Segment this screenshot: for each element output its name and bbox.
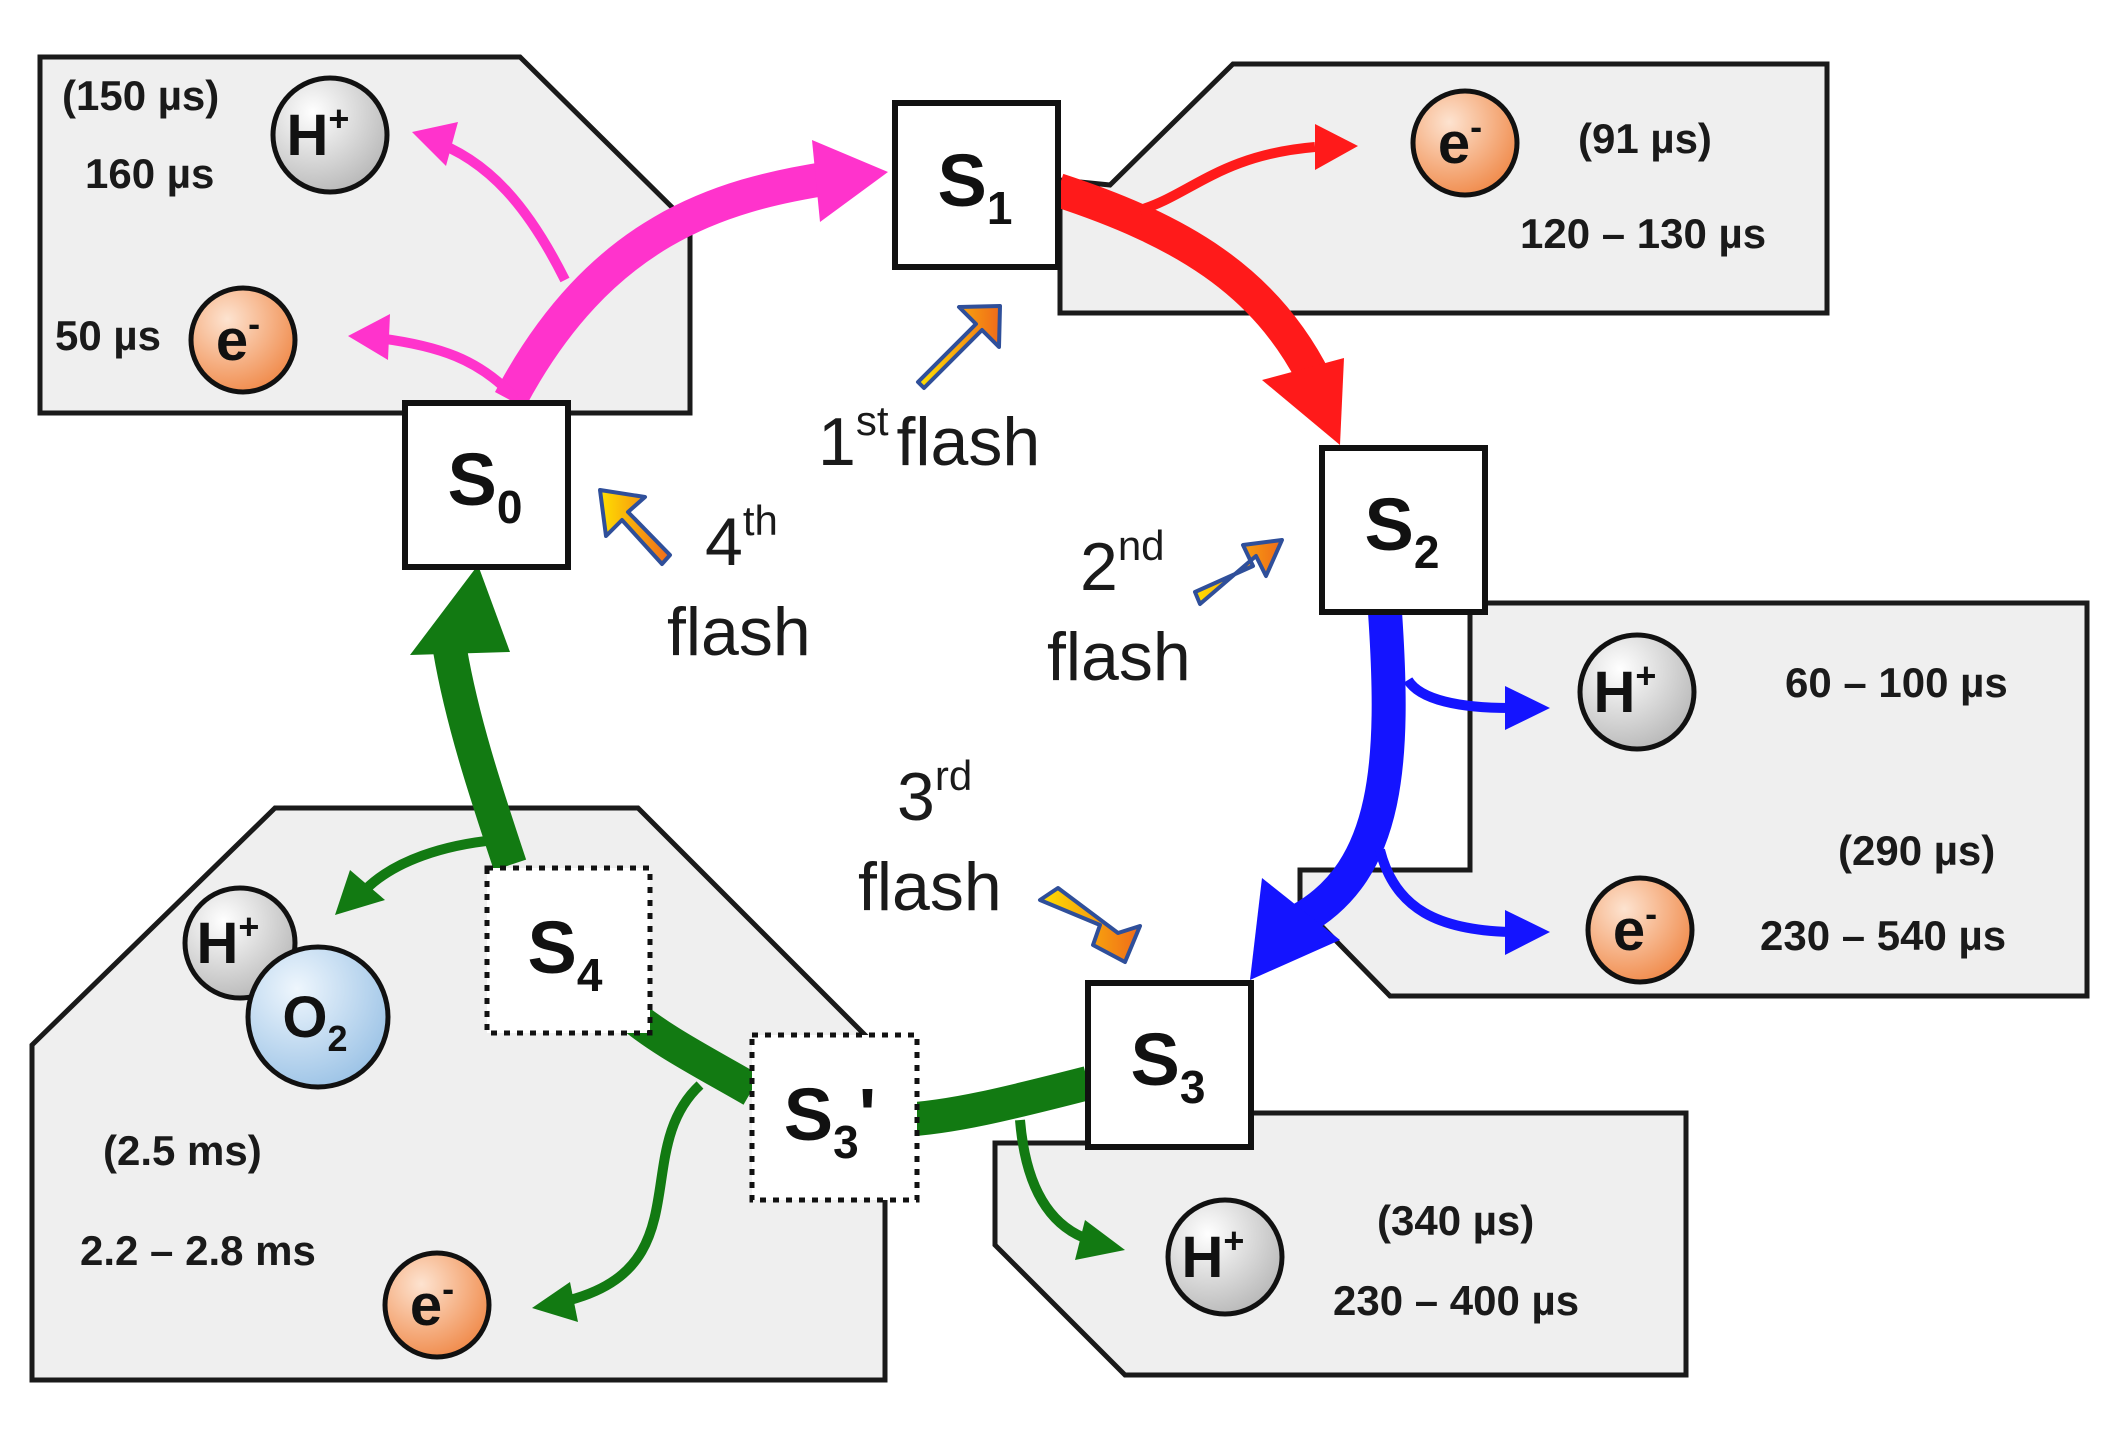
state-s4-subscript: 4	[577, 949, 603, 1001]
s0-electron-time: 50 µs	[55, 312, 161, 359]
svg-text:e-: e-	[410, 1268, 454, 1338]
svg-text:H+: H+	[287, 98, 350, 168]
third-flash-word: flash	[858, 849, 1002, 925]
s1-electron-time-paren: (91 µs)	[1578, 115, 1712, 162]
state-s2: S2	[1319, 445, 1488, 615]
third-flash-label: 3rd	[897, 752, 972, 835]
state-s2-subscript: 2	[1414, 526, 1440, 578]
state-s1-label: S	[938, 139, 987, 222]
svg-text:S2: S2	[1365, 483, 1440, 578]
s0-to-s1-transition	[348, 122, 888, 408]
svg-text:H+: H+	[197, 906, 260, 976]
first-flash-arrow	[916, 304, 1002, 390]
s3-proton: H+	[1165, 1197, 1285, 1317]
state-s1: S1	[892, 100, 1061, 270]
fourth-flash-arrow	[598, 488, 672, 566]
s0-electron: e-	[188, 285, 298, 395]
state-s0-subscript: 0	[497, 481, 523, 533]
s2-electron: e-	[1585, 875, 1695, 985]
state-s3-subscript: 3	[1180, 1061, 1206, 1113]
s0-proton-time: 160 µs	[85, 150, 214, 197]
fourth-flash-label: 4th	[705, 497, 778, 580]
s3-proton-time-paren: (340 µs)	[1377, 1197, 1534, 1244]
state-s3-label: S	[1131, 1018, 1180, 1101]
s0-proton-time-paren: (150 µs)	[62, 72, 219, 119]
state-s3-prime-label: S	[784, 1073, 833, 1156]
state-s0-label: S	[448, 438, 497, 521]
svg-text:O2: O2	[282, 985, 347, 1059]
svg-text:S0: S0	[448, 438, 523, 533]
state-s4-label: S	[528, 906, 577, 989]
s3-to-s0-transition	[335, 565, 1125, 1322]
s3-proton-time: 230 – 400 µs	[1333, 1277, 1579, 1324]
fourth-flash-word: flash	[667, 594, 811, 670]
svg-text:e-: e-	[1613, 893, 1657, 963]
s4-electron: e-	[382, 1250, 492, 1360]
s2-kinetics-panel	[1297, 600, 2090, 999]
s4-time: 2.2 – 2.8 ms	[80, 1227, 316, 1274]
second-flash-arrow	[1193, 538, 1284, 606]
s2-proton-time: 60 – 100 µs	[1785, 659, 2008, 706]
state-s2-label: S	[1365, 483, 1414, 566]
state-s3-prime: S3'	[749, 1032, 920, 1203]
svg-text:S1: S1	[938, 139, 1013, 234]
s1-to-s2-transition	[1052, 124, 1358, 445]
s2-electron-time-paren: (290 µs)	[1838, 827, 1995, 874]
state-s3-prime-subscript: 3	[833, 1116, 859, 1168]
svg-text:e-: e-	[1438, 106, 1482, 176]
state-s1-subscript: 1	[987, 182, 1013, 234]
s1-electron: e-	[1410, 88, 1520, 198]
second-flash-label: 2nd	[1080, 522, 1165, 605]
svg-text:S3': S3'	[784, 1073, 877, 1168]
svg-text:S3: S3	[1131, 1018, 1206, 1113]
s4-time-paren: (2.5 ms)	[103, 1127, 262, 1174]
svg-text:H+: H+	[1182, 1220, 1245, 1290]
s1-electron-time: 120 – 130 µs	[1520, 210, 1766, 257]
state-s0: S0	[402, 400, 571, 570]
state-s3-prime-mark: '	[859, 1073, 877, 1156]
svg-text:S4: S4	[528, 906, 603, 1001]
state-s4: S4	[484, 865, 653, 1036]
s4-oxygen: O2	[245, 944, 391, 1090]
second-flash-word: flash	[1047, 619, 1191, 695]
s0-proton: H+	[270, 75, 390, 195]
svg-text:H+: H+	[1594, 655, 1657, 725]
s2-electron-time: 230 – 540 µs	[1760, 912, 2006, 959]
s2-to-s3-transition	[1250, 610, 1550, 980]
svg-text:e-: e-	[216, 303, 260, 373]
state-s3: S3	[1085, 980, 1254, 1150]
third-flash-arrow	[1038, 886, 1142, 964]
s2-proton: H+	[1577, 632, 1697, 752]
